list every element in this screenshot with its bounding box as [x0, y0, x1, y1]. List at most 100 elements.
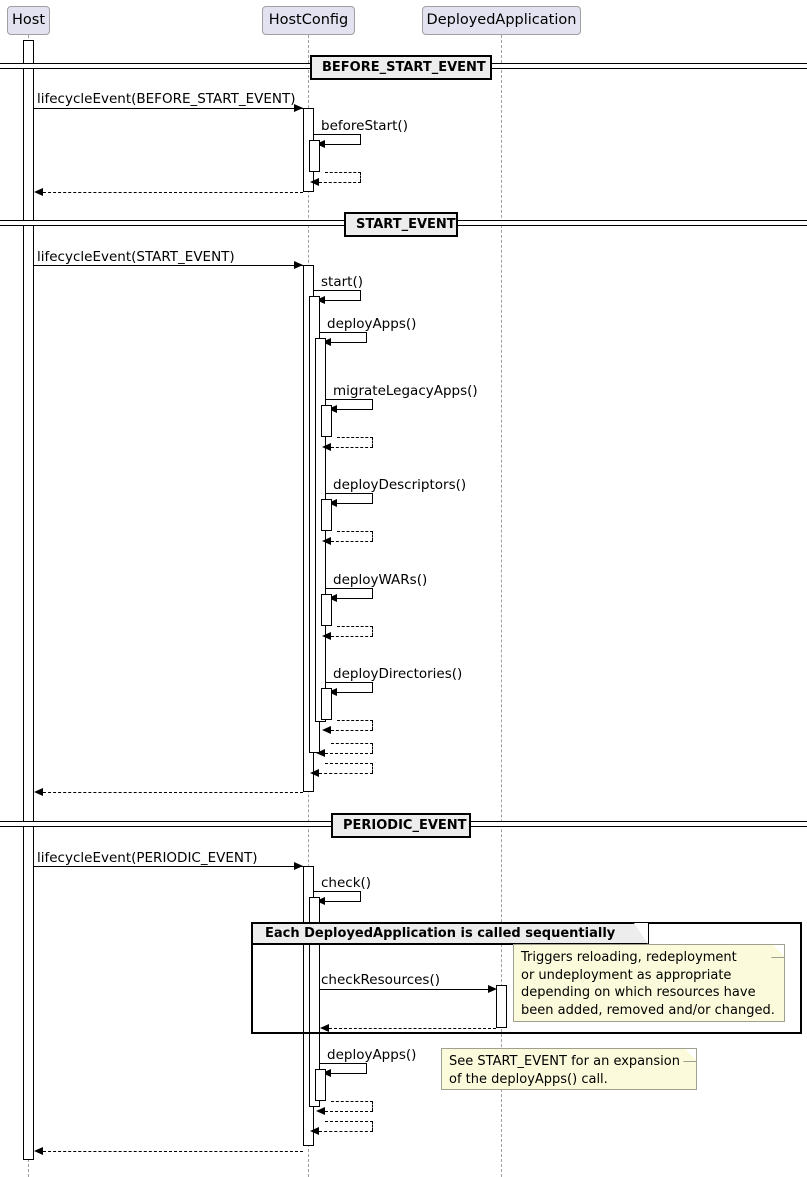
return-line-migrate-out — [337, 437, 373, 438]
activation-deployedapplication-check-resources — [496, 985, 507, 1028]
message-turn-start — [360, 290, 361, 300]
message-turn-check — [360, 891, 361, 901]
message-line-deploy-apps-out — [320, 332, 367, 333]
return-line-start-out — [325, 763, 373, 764]
return-turn-before-start — [360, 172, 361, 182]
return-line-wars-out — [337, 626, 373, 627]
return-line-check-in — [319, 1131, 373, 1132]
return-line-directories-out — [337, 720, 373, 721]
return-turn-start — [372, 763, 373, 773]
message-arrow-migrate — [328, 405, 337, 413]
group-header-each-deployed-application: Each DeployedApplication is called seque… — [253, 923, 649, 945]
message-arrow-descriptors — [328, 499, 337, 507]
message-line-descriptors-in — [337, 503, 373, 504]
message-arrow-deploy-apps-periodic — [322, 1069, 331, 1077]
return-arrow-check-resources — [320, 1024, 329, 1032]
message-label-lifecycle-periodic: lifecycleEvent(PERIODIC_EVENT) — [37, 850, 258, 866]
participant-hostconfig[interactable]: HostConfig — [262, 6, 355, 35]
return-turn-check — [372, 1121, 373, 1131]
message-line-start-in — [325, 300, 361, 301]
message-line-before-start-in — [325, 144, 361, 145]
message-line-descriptors-out — [326, 493, 373, 494]
message-line-migrate-out — [326, 399, 373, 400]
return-turn-deploy-apps-periodic — [372, 1101, 373, 1111]
group-each-deployed-application — [251, 922, 802, 1034]
activation-hostconfig-migrate-legacy-apps — [321, 405, 332, 437]
return-turn-migrate — [372, 437, 373, 447]
return-line-lifecycle-start — [43, 792, 303, 793]
return-turn-directories — [372, 720, 373, 730]
message-arrow-before-start — [316, 140, 325, 148]
activation-hostconfig-deploy-apps-periodic — [315, 1069, 326, 1101]
return-arrow-deploy-apps-periodic — [316, 1107, 325, 1115]
message-label-deploy-wars: deployWARs() — [333, 572, 428, 588]
message-line-lifecycle-start — [34, 265, 303, 266]
return-line-before-start-in — [319, 182, 361, 183]
return-arrow-start — [310, 769, 319, 777]
message-arrow-start — [316, 296, 325, 304]
message-line-start-out — [314, 290, 361, 291]
return-arrow-wars — [322, 632, 331, 640]
message-label-deploy-apps-start: deployApps() — [327, 316, 417, 332]
return-arrow-before-start — [310, 178, 319, 186]
message-line-wars-out — [326, 588, 373, 589]
message-turn-migrate — [372, 399, 373, 409]
message-turn-directories — [372, 682, 373, 692]
return-line-descriptors-out — [337, 531, 373, 532]
activation-hostconfig-deploy-wars — [321, 594, 332, 626]
return-line-lifecycle-periodic — [43, 1151, 303, 1152]
message-turn-before-start — [360, 134, 361, 144]
return-line-check-resources — [329, 1028, 496, 1029]
activation-hostconfig-deploy-directories — [321, 688, 332, 720]
activation-host-root — [23, 40, 34, 1160]
message-turn-deploy-apps — [366, 332, 367, 342]
divider-periodic-event: PERIODIC_EVENT — [331, 813, 471, 838]
return-line-before-start — [325, 172, 361, 173]
return-arrow-lifecycle-before-start — [34, 188, 43, 196]
message-line-deploy-apps-periodic-out — [320, 1063, 367, 1064]
message-arrow-deploy-apps — [322, 338, 331, 346]
message-line-lifecycle-periodic — [34, 866, 303, 867]
message-label-before-start: beforeStart() — [321, 118, 408, 134]
return-line-check-out — [325, 1121, 373, 1122]
message-label-migrate-legacy-apps: migrateLegacyApps() — [333, 383, 478, 399]
return-line-deploy-apps-out — [331, 743, 373, 744]
message-arrow-lifecycle-periodic — [294, 862, 303, 870]
message-arrow-directories — [328, 688, 337, 696]
message-line-check-resources — [320, 989, 488, 990]
return-line-lifecycle-before-start — [43, 192, 303, 193]
return-arrow-descriptors — [322, 537, 331, 545]
return-arrow-deploy-apps — [316, 749, 325, 757]
message-line-directories-in — [337, 692, 373, 693]
return-turn-wars — [372, 626, 373, 636]
participant-deployedapplication[interactable]: DeployedApplication — [422, 6, 581, 35]
divider-start-event: START_EVENT — [344, 212, 458, 237]
message-line-lifecycle-before-start — [34, 108, 303, 109]
return-line-deploy-apps-periodic-in — [325, 1111, 373, 1112]
lifeline-deployedapplication — [501, 35, 502, 1177]
message-arrow-lifecycle-before-start — [294, 104, 303, 112]
message-label-check: check() — [321, 875, 372, 891]
message-turn-descriptors — [372, 493, 373, 503]
participant-host[interactable]: Host — [7, 6, 50, 35]
return-turn-deploy-apps — [372, 743, 373, 753]
message-turn-wars — [372, 588, 373, 598]
return-arrow-check — [310, 1127, 319, 1135]
message-line-before-start-out — [314, 134, 361, 135]
message-label-deploy-descriptors: deployDescriptors() — [333, 477, 467, 493]
message-label-deploy-apps-periodic: deployApps() — [327, 1047, 417, 1063]
return-line-migrate-in — [331, 447, 373, 448]
message-line-wars-in — [337, 598, 373, 599]
message-line-deploy-apps-in — [331, 342, 367, 343]
message-turn-deploy-apps-periodic — [366, 1063, 367, 1073]
return-line-deploy-apps-in — [325, 753, 373, 754]
message-line-check-out — [314, 891, 361, 892]
return-line-directories-in — [331, 730, 373, 731]
return-arrow-lifecycle-periodic — [34, 1147, 43, 1155]
return-turn-descriptors — [372, 531, 373, 541]
message-line-check-in — [325, 901, 361, 902]
return-line-start-in — [319, 773, 373, 774]
message-label-deploy-directories: deployDirectories() — [333, 666, 463, 682]
message-label-check-resources: checkResources() — [321, 972, 441, 988]
